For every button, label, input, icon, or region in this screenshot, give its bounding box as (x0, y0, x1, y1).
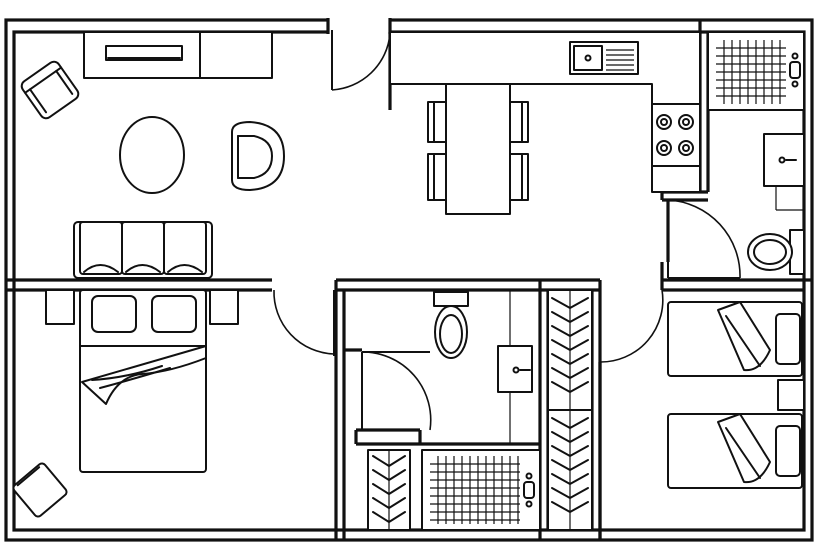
shower-tray-icon (707, 31, 805, 111)
stove-icon (651, 103, 701, 167)
nightstand-right (209, 289, 239, 325)
chair (509, 101, 529, 143)
double-bed (79, 289, 207, 473)
master-bedroom (12, 289, 239, 518)
upper-bathroom (707, 31, 805, 275)
dining-table (427, 83, 529, 215)
chair (509, 153, 529, 201)
nightstand-bedroom2 (777, 379, 805, 411)
doors (273, 30, 741, 431)
nightstand-left (45, 289, 75, 325)
bedroom-2 (667, 301, 805, 489)
chair (427, 153, 447, 201)
upper-bath-door (667, 199, 741, 279)
chair (427, 101, 447, 143)
kitchen (389, 31, 701, 215)
single-bed-bottom (667, 413, 803, 489)
shower-tray-lower-icon (421, 449, 541, 531)
entrance-door (331, 30, 391, 91)
closet (547, 289, 593, 531)
kitchen-sink-icon (569, 41, 639, 75)
master-bedroom-door (273, 289, 337, 356)
bedroom2-door (599, 289, 664, 363)
single-bed-top (667, 301, 803, 377)
lower-bath-door (361, 351, 432, 431)
armchair-right (231, 121, 285, 191)
living-room (20, 31, 285, 279)
lower-bathroom (367, 290, 541, 531)
coffee-table (119, 116, 185, 194)
armchair-left (20, 60, 80, 120)
toilet-lower-icon (433, 291, 469, 359)
chair-lower-left (12, 462, 68, 518)
toilet-upper-icon (747, 229, 805, 275)
washbasin-upper-icon (763, 133, 805, 211)
washbasin-lower-icon (497, 290, 533, 444)
wardrobe-lower-left (367, 449, 411, 531)
tv-icon (105, 45, 183, 61)
sofa (73, 221, 213, 279)
side-cabinet (199, 31, 273, 79)
